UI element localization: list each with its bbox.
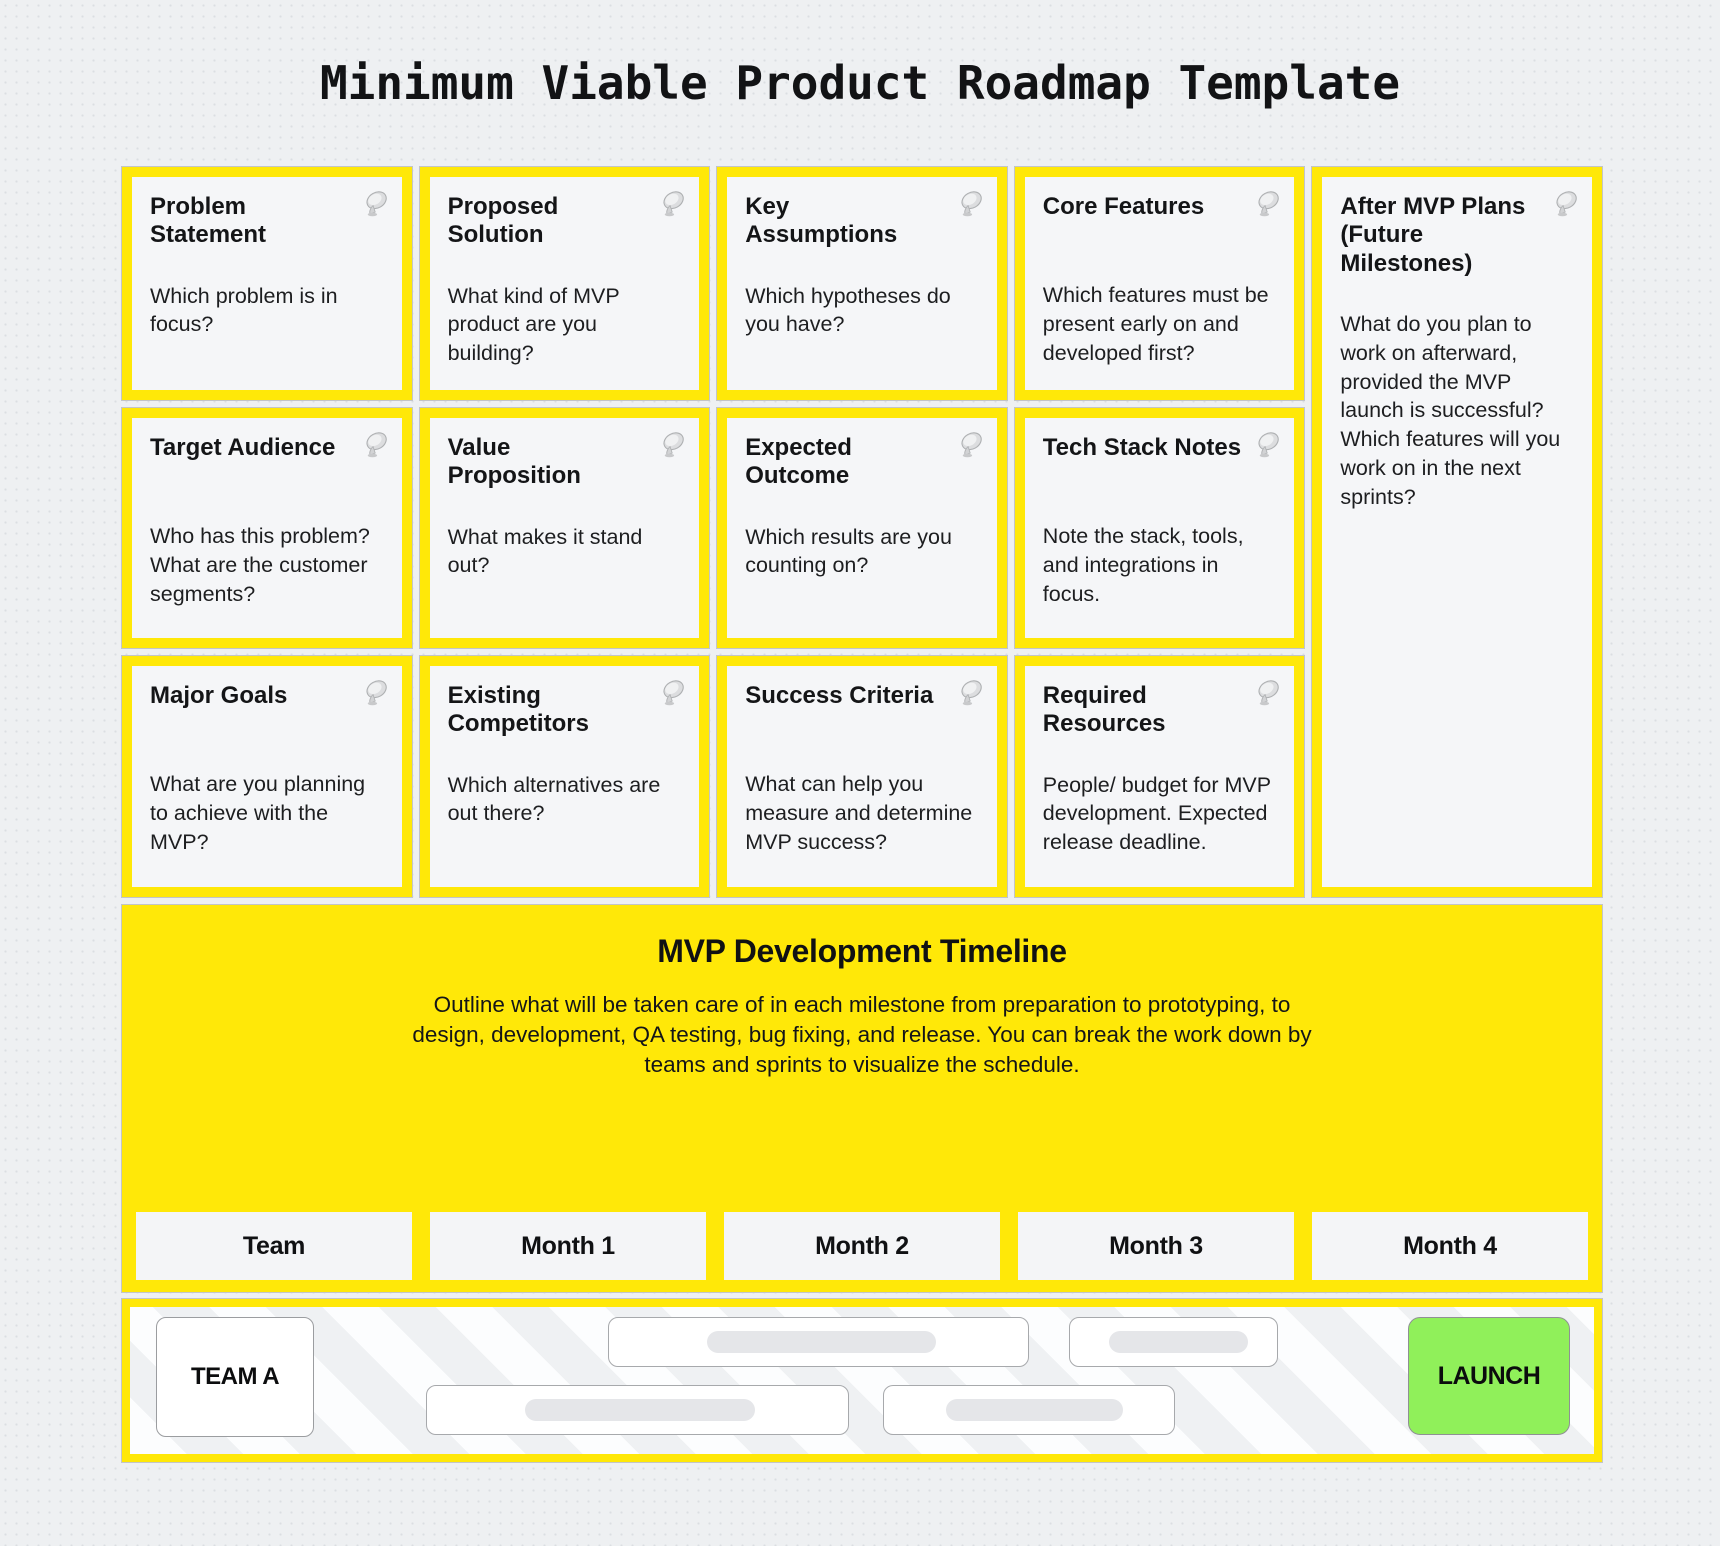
team-a-card[interactable]: TEAM A [156,1317,314,1437]
card-value-proposition[interactable]: Value Proposition What makes it stand ou… [419,408,710,648]
timeline-description: Outline what will be taken care of in ea… [412,992,1312,1077]
satellite-dish-icon [955,430,985,460]
satellite-dish-icon [657,430,687,460]
card-body: Who has this problem? What are the custo… [150,524,370,606]
card-title: Success Criteria [745,682,934,709]
satellite-dish-icon [1550,189,1580,219]
card-title: Expected Outcome [745,434,852,490]
satellite-dish-icon [955,678,985,708]
timeline-title: MVP Development Timeline [657,933,1067,969]
card-body: What are you planning to achieve with th… [150,772,366,854]
task-placeholder-card[interactable] [608,1317,1029,1367]
satellite-dish-icon [1252,678,1282,708]
card-body: Which results are you counting on? [745,524,952,578]
timeline-board: TEAM A LAUNCH [122,1299,1602,1462]
placeholder-bar [946,1399,1123,1421]
card-major-goals[interactable]: Major Goals What are you planning to ach… [122,656,412,897]
card-title: Key Assumptions [745,193,898,249]
card-body: What kind of MVP product are you buildin… [447,283,620,366]
card-body: Which features must be present early on … [1042,283,1269,365]
card-after-mvp-plans[interactable]: After MVP Plans (Future Milestones) What… [1312,167,1602,897]
card-body: What makes it stand out? [447,524,643,578]
card-title: After MVP Plans (Future Milestones) [1340,193,1526,277]
timeline-header-row: Team Month 1 Month 2 Month 3 Month 4 [136,1212,1588,1280]
card-title: Problem Statement [150,193,267,249]
card-body: What can help you measure and determine … [745,772,973,854]
card-title: Target Audience [150,434,336,461]
task-placeholder-card[interactable] [426,1385,849,1435]
satellite-dish-icon [1252,430,1282,460]
card-title: Proposed Solution [447,193,559,249]
card-title: Value Proposition [447,434,581,490]
launch-button[interactable]: LAUNCH [1408,1317,1570,1435]
card-required-resources[interactable]: Required Resources People/ budget for MV… [1014,656,1305,897]
card-title: Required Resources [1042,682,1166,738]
satellite-dish-icon [360,430,390,460]
card-title: Core Features [1042,193,1205,220]
card-title: Existing Competitors [447,682,589,738]
satellite-dish-icon [360,678,390,708]
card-expected-outcome[interactable]: Expected Outcome Which results are you c… [717,408,1007,648]
card-body: Which alternatives are out there? [447,772,661,826]
card-title: Tech Stack Notes [1042,434,1242,461]
card-body: People/ budget for MVP development. Expe… [1042,772,1271,855]
satellite-dish-icon [1252,189,1282,219]
card-body: Which problem is in focus? [150,283,338,337]
placeholder-bar [707,1331,936,1353]
column-header-month-4[interactable]: Month 4 [1312,1212,1588,1280]
satellite-dish-icon [657,678,687,708]
card-title: Major Goals [150,682,288,709]
task-placeholder-card[interactable] [883,1385,1175,1435]
placeholder-bar [1109,1331,1248,1353]
card-core-features[interactable]: Core Features Which features must be pre… [1014,167,1305,400]
card-proposed-solution[interactable]: Proposed Solution What kind of MVP produ… [419,167,710,400]
satellite-dish-icon [955,189,985,219]
column-header-month-3[interactable]: Month 3 [1018,1212,1294,1280]
column-header-month-2[interactable]: Month 2 [724,1212,1000,1280]
card-body: What do you plan to work on afterward, p… [1340,311,1561,509]
card-body: Note the stack, tools, and integrations … [1042,524,1244,606]
column-header-team[interactable]: Team [136,1212,412,1280]
card-key-assumptions[interactable]: Key Assumptions Which hypotheses do you … [717,167,1007,400]
card-problem-statement[interactable]: Problem Statement Which problem is in fo… [122,167,412,400]
column-header-month-1[interactable]: Month 1 [430,1212,706,1280]
card-body: Which hypotheses do you have? [745,283,951,337]
card-success-criteria[interactable]: Success Criteria What can help you measu… [717,656,1007,897]
timeline-section: MVP Development Timeline Outline what wi… [122,905,1602,1292]
satellite-dish-icon [657,189,687,219]
card-grid: Problem Statement Which problem is in fo… [122,167,1602,897]
card-target-audience[interactable]: Target Audience Who has this problem? Wh… [122,408,412,648]
satellite-dish-icon [360,189,390,219]
card-existing-competitors[interactable]: Existing Competitors Which alternatives … [419,656,710,897]
task-placeholder-card[interactable] [1069,1317,1278,1367]
placeholder-bar [525,1399,755,1421]
page-title: Minimum Viable Product Roadmap Template [319,56,1401,110]
card-tech-stack-notes[interactable]: Tech Stack Notes Note the stack, tools, … [1014,408,1305,648]
